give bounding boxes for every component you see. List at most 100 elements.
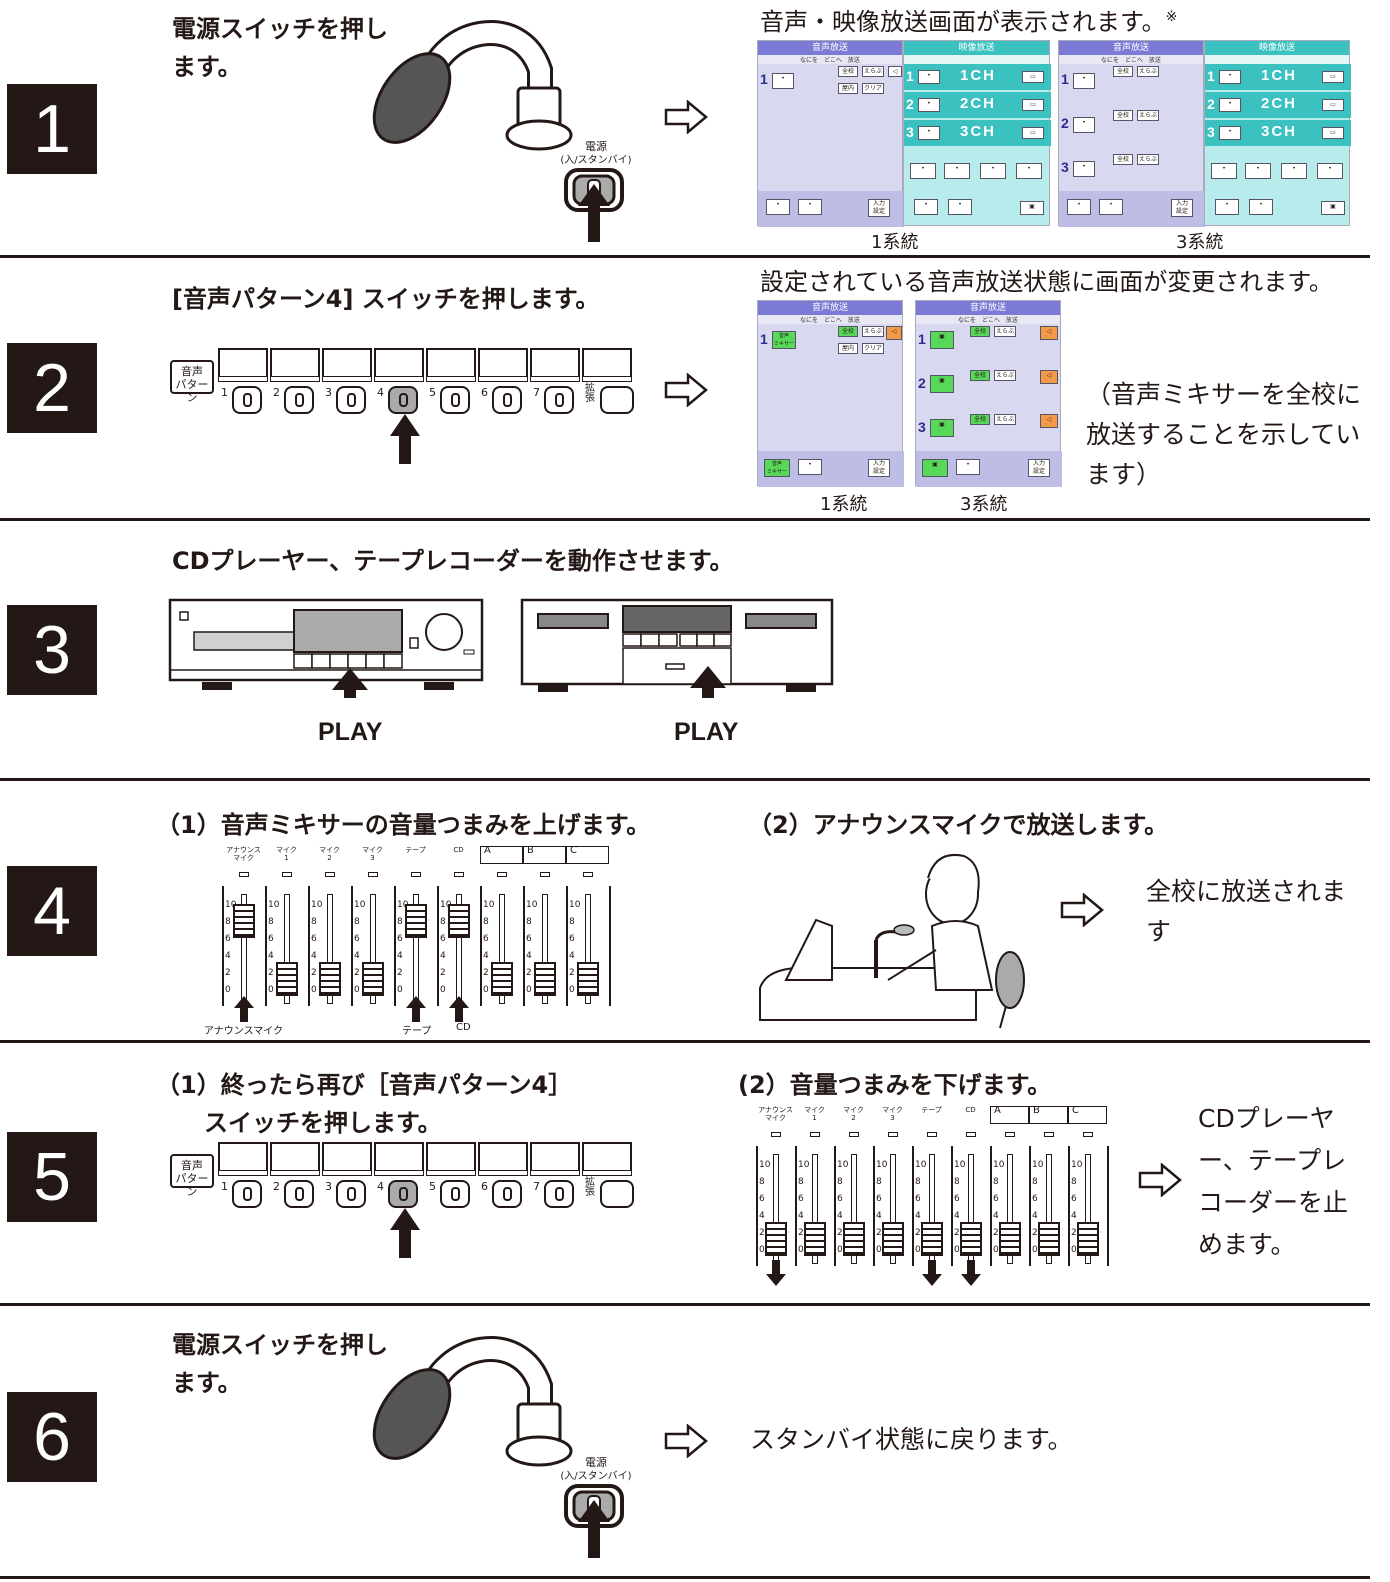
mixer-tick: 8: [915, 1177, 921, 1187]
fader-knob[interactable]: [803, 1222, 826, 1256]
mixer-tick: 8: [569, 917, 575, 927]
mixer-led: [848, 1132, 859, 1137]
mixer-divider: [1029, 1146, 1031, 1266]
mixer-tick: 0: [915, 1245, 921, 1255]
fader-track: [889, 1154, 896, 1264]
mixer-led: [1043, 1132, 1054, 1137]
fader-track: [498, 894, 505, 1004]
fader-track: [369, 894, 376, 1004]
mixer-divider: [308, 886, 310, 1006]
mixer-tick: 8: [954, 1177, 960, 1187]
fader-track: [541, 894, 548, 1004]
mixer-tick: 4: [483, 951, 489, 961]
announcer-illustration: [759, 854, 1025, 1029]
fader-knob[interactable]: [881, 1222, 904, 1256]
mixer-led: [238, 872, 249, 877]
mixer-tick: 8: [268, 917, 274, 927]
mixer-divider: [951, 1146, 953, 1266]
fader-knob[interactable]: [920, 1222, 943, 1256]
screen-audio-3system: 音声放送 なにを どこへ 放送 1• 2• 3• 全校 えらぶ 全校 えらぶ 全…: [1058, 40, 1205, 227]
mixer-led: [496, 872, 507, 877]
mixer-tick: 2: [1032, 1228, 1038, 1238]
mixer-led: [926, 1132, 937, 1137]
screen-audio-1system-pattern4: 音声放送 なにを どこへ 放送 1 音声 ミキサー 全校 えらぶ 屋内 クリア …: [757, 300, 904, 487]
step-2-instruction: [音声パターン4] スイッチを押します。: [172, 285, 600, 313]
mixer-divider: [265, 886, 267, 1006]
mixer-tick: 10: [993, 1160, 1005, 1170]
mixer-tick: 10: [759, 1160, 771, 1170]
fader-knob[interactable]: [275, 962, 298, 996]
mixer-tick: 0: [954, 1245, 960, 1255]
mixer-tick: 10: [440, 900, 452, 910]
mixer-tick: 6: [993, 1194, 999, 1204]
mixer-divider: [1068, 1146, 1070, 1266]
fader-knob[interactable]: [998, 1222, 1021, 1256]
cd-player-illustration: [168, 598, 484, 698]
fader-track: [1084, 1154, 1091, 1264]
mixer-tick: 0: [440, 985, 446, 995]
mixer-tick: 0: [798, 1245, 804, 1255]
mixer-tick: 10: [1032, 1160, 1044, 1170]
mixer-tick: 6: [354, 934, 360, 944]
mixer-tick: 8: [311, 917, 317, 927]
fader-knob[interactable]: [232, 904, 255, 938]
mixer-tick: 10: [569, 900, 581, 910]
mixer-divider: [1107, 1146, 1109, 1266]
mixer-tick: 2: [798, 1228, 804, 1238]
mixer-channel-label: アナウンス マイク: [226, 846, 261, 862]
microphone-power-illustration: 電源 (入/スタンバイ): [372, 20, 632, 242]
fader-knob[interactable]: [959, 1222, 982, 1256]
fader-knob[interactable]: [490, 962, 513, 996]
fader-track: [1045, 1154, 1052, 1264]
press-arrow-icon: [578, 1500, 610, 1558]
step-3-instruction: CDプレーヤー、テープレコーダーを動作させます。: [172, 547, 734, 575]
divider: [0, 1040, 1370, 1043]
mixer-tick: 4: [440, 951, 446, 961]
mixer-tick: 10: [915, 1160, 927, 1170]
mixer-tick: 2: [483, 968, 489, 978]
mixer-channel-label: マイク 1: [276, 846, 297, 862]
mixer-divider: [351, 886, 353, 1006]
mixer-tick: 8: [483, 917, 489, 927]
mixer-channel-label: マイク 2: [319, 846, 340, 862]
mixer-tick: 2: [526, 968, 532, 978]
fader-knob[interactable]: [318, 962, 341, 996]
press-arrow-icon: [390, 414, 420, 464]
pattern-4-button[interactable]: [388, 386, 418, 414]
mixer-tick: 2: [876, 1228, 882, 1238]
fader-knob[interactable]: [1076, 1222, 1099, 1256]
mixer-channel-label: A: [990, 1106, 1029, 1124]
fader-knob[interactable]: [576, 962, 599, 996]
result-arrow-icon: [664, 1424, 708, 1458]
mixer-tick: 8: [759, 1177, 765, 1187]
mixer-tick: 4: [759, 1211, 765, 1221]
mixer-tick: 8: [1032, 1177, 1038, 1187]
fader-knob[interactable]: [764, 1222, 787, 1256]
pattern-4-button[interactable]: [388, 1180, 418, 1208]
up-arrow-icon: [448, 996, 469, 1022]
fader-knob[interactable]: [447, 904, 470, 938]
fader-knob[interactable]: [404, 904, 427, 938]
fader-knob[interactable]: [361, 962, 384, 996]
fader-knob[interactable]: [533, 962, 556, 996]
mixer-tick: 8: [440, 917, 446, 927]
mixer-tick: 6: [1032, 1194, 1038, 1204]
mixer-tick: 4: [354, 951, 360, 961]
fader-track: [811, 1154, 818, 1264]
mixer-tick: 6: [311, 934, 317, 944]
mixer-tick: 4: [993, 1211, 999, 1221]
mixer-tick: 2: [759, 1228, 765, 1238]
fader-knob[interactable]: [842, 1222, 865, 1256]
fader-track: [283, 894, 290, 1004]
play-label-tape: PLAY: [674, 718, 739, 746]
mixer-tick: 4: [311, 951, 317, 961]
mixer-tick: 0: [397, 985, 403, 995]
mixer-divider: [480, 886, 482, 1006]
fader-knob[interactable]: [1037, 1222, 1060, 1256]
mixer-tick: 6: [915, 1194, 921, 1204]
mixer-divider: [990, 1146, 992, 1266]
down-arrow-icon: [960, 1260, 981, 1286]
caption-1system: 1系統: [820, 494, 868, 515]
result-arrow-icon: [1138, 1163, 1182, 1197]
press-arrow-icon: [578, 184, 610, 242]
